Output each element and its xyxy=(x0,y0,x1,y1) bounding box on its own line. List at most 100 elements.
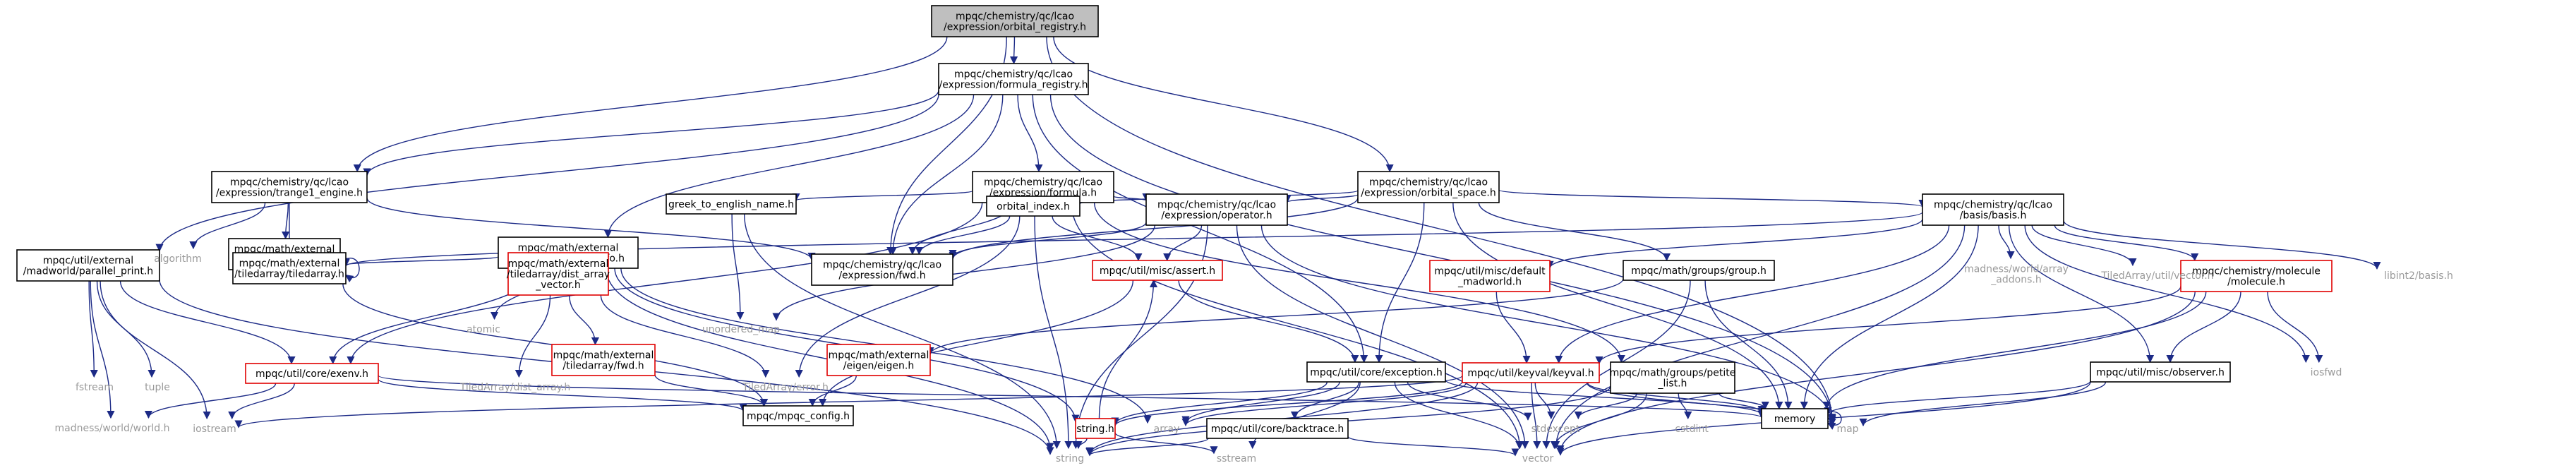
edge-line xyxy=(514,294,551,378)
edge-basis-to-libint xyxy=(2063,220,2381,270)
edge-line xyxy=(1678,392,1692,420)
edge-orbspace-to-basis xyxy=(1498,189,1927,208)
node-molecule[interactable]: mpqc/chemistry/molecule/molecule.h xyxy=(2180,260,2333,292)
node-exception[interactable]: mpqc/util/core/exception.h xyxy=(1306,361,1446,383)
node-stdexcept: stdexcept xyxy=(1531,424,1580,435)
edge-exception-to-vector xyxy=(1394,381,1524,450)
node-eigen[interactable]: mpqc/math/external/eigen/eigen.h xyxy=(826,344,931,376)
edge-line xyxy=(1181,381,1340,424)
node-label: mpqc/chemistry/qc/lcao xyxy=(823,260,941,271)
node-label: /expression/formula_registry.h xyxy=(939,80,1088,91)
node-label: mpqc/chemistry/qc/lcao xyxy=(954,69,1073,80)
node-label: /expression/trange1_engine.h xyxy=(216,188,363,199)
edge-root-to-orbspace xyxy=(1053,36,1394,173)
node-petite[interactable]: mpqc/math/groups/petite_list.h xyxy=(1610,361,1736,394)
node-exenv[interactable]: mpqc/util/core/exenv.h xyxy=(245,363,379,384)
node-box xyxy=(826,344,931,376)
node-memory[interactable]: memory xyxy=(1761,408,1829,429)
edge-line xyxy=(1085,438,1209,457)
node-label: algorithm xyxy=(154,253,202,265)
edge-parprint-to-iostream xyxy=(100,280,211,420)
edge-line xyxy=(1800,224,1979,410)
node-orbspace[interactable]: mpqc/chemistry/qc/lcao/expression/orbita… xyxy=(1357,171,1500,203)
node-label: mpqc/util/core/exenv.h xyxy=(255,368,368,380)
node-fwd[interactable]: mpqc/chemistry/qc/lcao/expression/fwd.h xyxy=(811,253,953,286)
edge-orbspace-to-exception xyxy=(1375,202,1425,364)
edge-line xyxy=(1478,202,1671,262)
node-label: /expression/orbital_registry.h xyxy=(944,22,1086,33)
node-stringh[interactable]: string.h xyxy=(1075,418,1116,439)
edge-line xyxy=(772,224,1155,321)
node-fstream: fstream xyxy=(76,382,114,393)
edge-line xyxy=(2166,291,2241,364)
node-taerror: TiledArray/error.h xyxy=(742,382,829,393)
node-label: /madworld/parallel_print.h xyxy=(23,266,153,277)
edge-orbspace-to-group xyxy=(1478,202,1671,262)
node-label: mpqc/chemistry/qc/lcao xyxy=(1369,177,1488,188)
edge-line xyxy=(915,215,1011,256)
node-greek[interactable]: greek_to_english_name.h xyxy=(666,193,797,215)
node-box xyxy=(1145,193,1288,226)
edge-parprint-to-exenv xyxy=(119,280,296,365)
node-root[interactable]: mpqc/chemistry/qc/lcao/expression/orbita… xyxy=(931,5,1099,37)
node-config[interactable]: mpqc/mpqc_config.h xyxy=(742,405,854,426)
node-label: TiledArray/util/vector.h xyxy=(2100,270,2213,282)
edge-basis-to-tavector xyxy=(2031,224,2137,267)
edge-exception-to-array xyxy=(1181,381,1340,424)
edge-line xyxy=(1017,94,1043,173)
edge-line xyxy=(2063,220,2381,270)
edge-exception-to-stdexcept xyxy=(1407,381,1532,421)
node-observer[interactable]: mpqc/util/misc/observer.h xyxy=(2090,361,2231,383)
node-iosfwd: iosfwd xyxy=(2311,367,2342,378)
edge-line xyxy=(2024,224,2310,364)
node-distarr[interactable]: mpqc/math/external/tiledarray/dist_array… xyxy=(507,252,610,296)
edge-formreg-to-formula xyxy=(1017,94,1043,173)
edge-molecule-to-observer xyxy=(2166,291,2241,364)
edge-formula-to-operator xyxy=(1113,193,1150,202)
node-group[interactable]: mpqc/math/groups/group.h xyxy=(1623,260,1775,281)
node-tiledarray[interactable]: mpqc/math/external/tiledarray/tiledarray… xyxy=(232,252,347,284)
node-trange[interactable]: mpqc/chemistry/qc/lcao/expression/trange… xyxy=(211,171,368,203)
edge-line xyxy=(1550,392,1647,450)
node-box xyxy=(1075,418,1116,439)
edge-line xyxy=(743,213,1061,450)
edge-root-to-formreg xyxy=(1009,36,1018,65)
node-backtrace[interactable]: mpqc/util/core/backtrace.h xyxy=(1206,418,1349,439)
node-label: unordered_map xyxy=(702,324,780,335)
edge-backtrace-to-vector xyxy=(1347,436,1519,457)
node-label: mpqc/math/external xyxy=(829,350,929,361)
node-tafwd[interactable]: mpqc/math/external/tiledarray/fwd.h xyxy=(551,344,656,376)
edge-molecule-to-keyval xyxy=(1595,286,2181,365)
node-operator[interactable]: mpqc/chemistry/qc/lcao/expression/operat… xyxy=(1145,193,1288,226)
edge-line xyxy=(1009,36,1018,65)
node-defmad[interactable]: mpqc/util/misc/default_madworld.h xyxy=(1429,260,1551,292)
node-formreg[interactable]: mpqc/chemistry/qc/lcao/expression/formul… xyxy=(938,63,1089,95)
edge-line xyxy=(1034,215,1073,450)
node-keyval[interactable]: mpqc/util/keyval/keyval.h xyxy=(1462,362,1600,383)
node-box xyxy=(16,249,160,282)
edge-formula-to-vector xyxy=(1071,202,1524,450)
node-box xyxy=(245,363,379,384)
node-parprint[interactable]: mpqc/util/external/madworld/parallel_pri… xyxy=(16,249,160,282)
node-label: _list.h xyxy=(1658,378,1687,390)
edge-formreg-to-map xyxy=(1049,94,1836,423)
edge-exception-to-memory xyxy=(1445,379,1766,416)
edge-line xyxy=(1587,382,1766,414)
node-label: mpqc/chemistry/qc/lcao xyxy=(1934,200,2052,211)
edge-backtrace-to-string xyxy=(1085,438,1209,457)
node-label: _vector.h xyxy=(535,280,580,291)
edge-formreg-to-arrinfo xyxy=(603,94,975,239)
node-label: /tiledarray/fwd.h xyxy=(562,361,644,372)
edge-line xyxy=(1071,224,1208,450)
node-orbidx[interactable]: orbital_index.h xyxy=(986,196,1081,217)
node-basis[interactable]: mpqc/chemistry/qc/lcao/basis/basis.h xyxy=(1922,193,2064,226)
edge-line xyxy=(1049,94,1836,423)
edge-line xyxy=(2031,224,2137,267)
edge-line xyxy=(1704,280,1793,410)
node-assert[interactable]: mpqc/util/misc/assert.h xyxy=(1092,260,1223,281)
node-algorithm: algorithm xyxy=(154,253,202,265)
edge-line xyxy=(1111,381,1463,427)
node-label: /basis/basis.h xyxy=(1960,210,2027,222)
node-box xyxy=(931,5,1099,37)
edge-defmad-to-keyval xyxy=(1495,291,1531,364)
